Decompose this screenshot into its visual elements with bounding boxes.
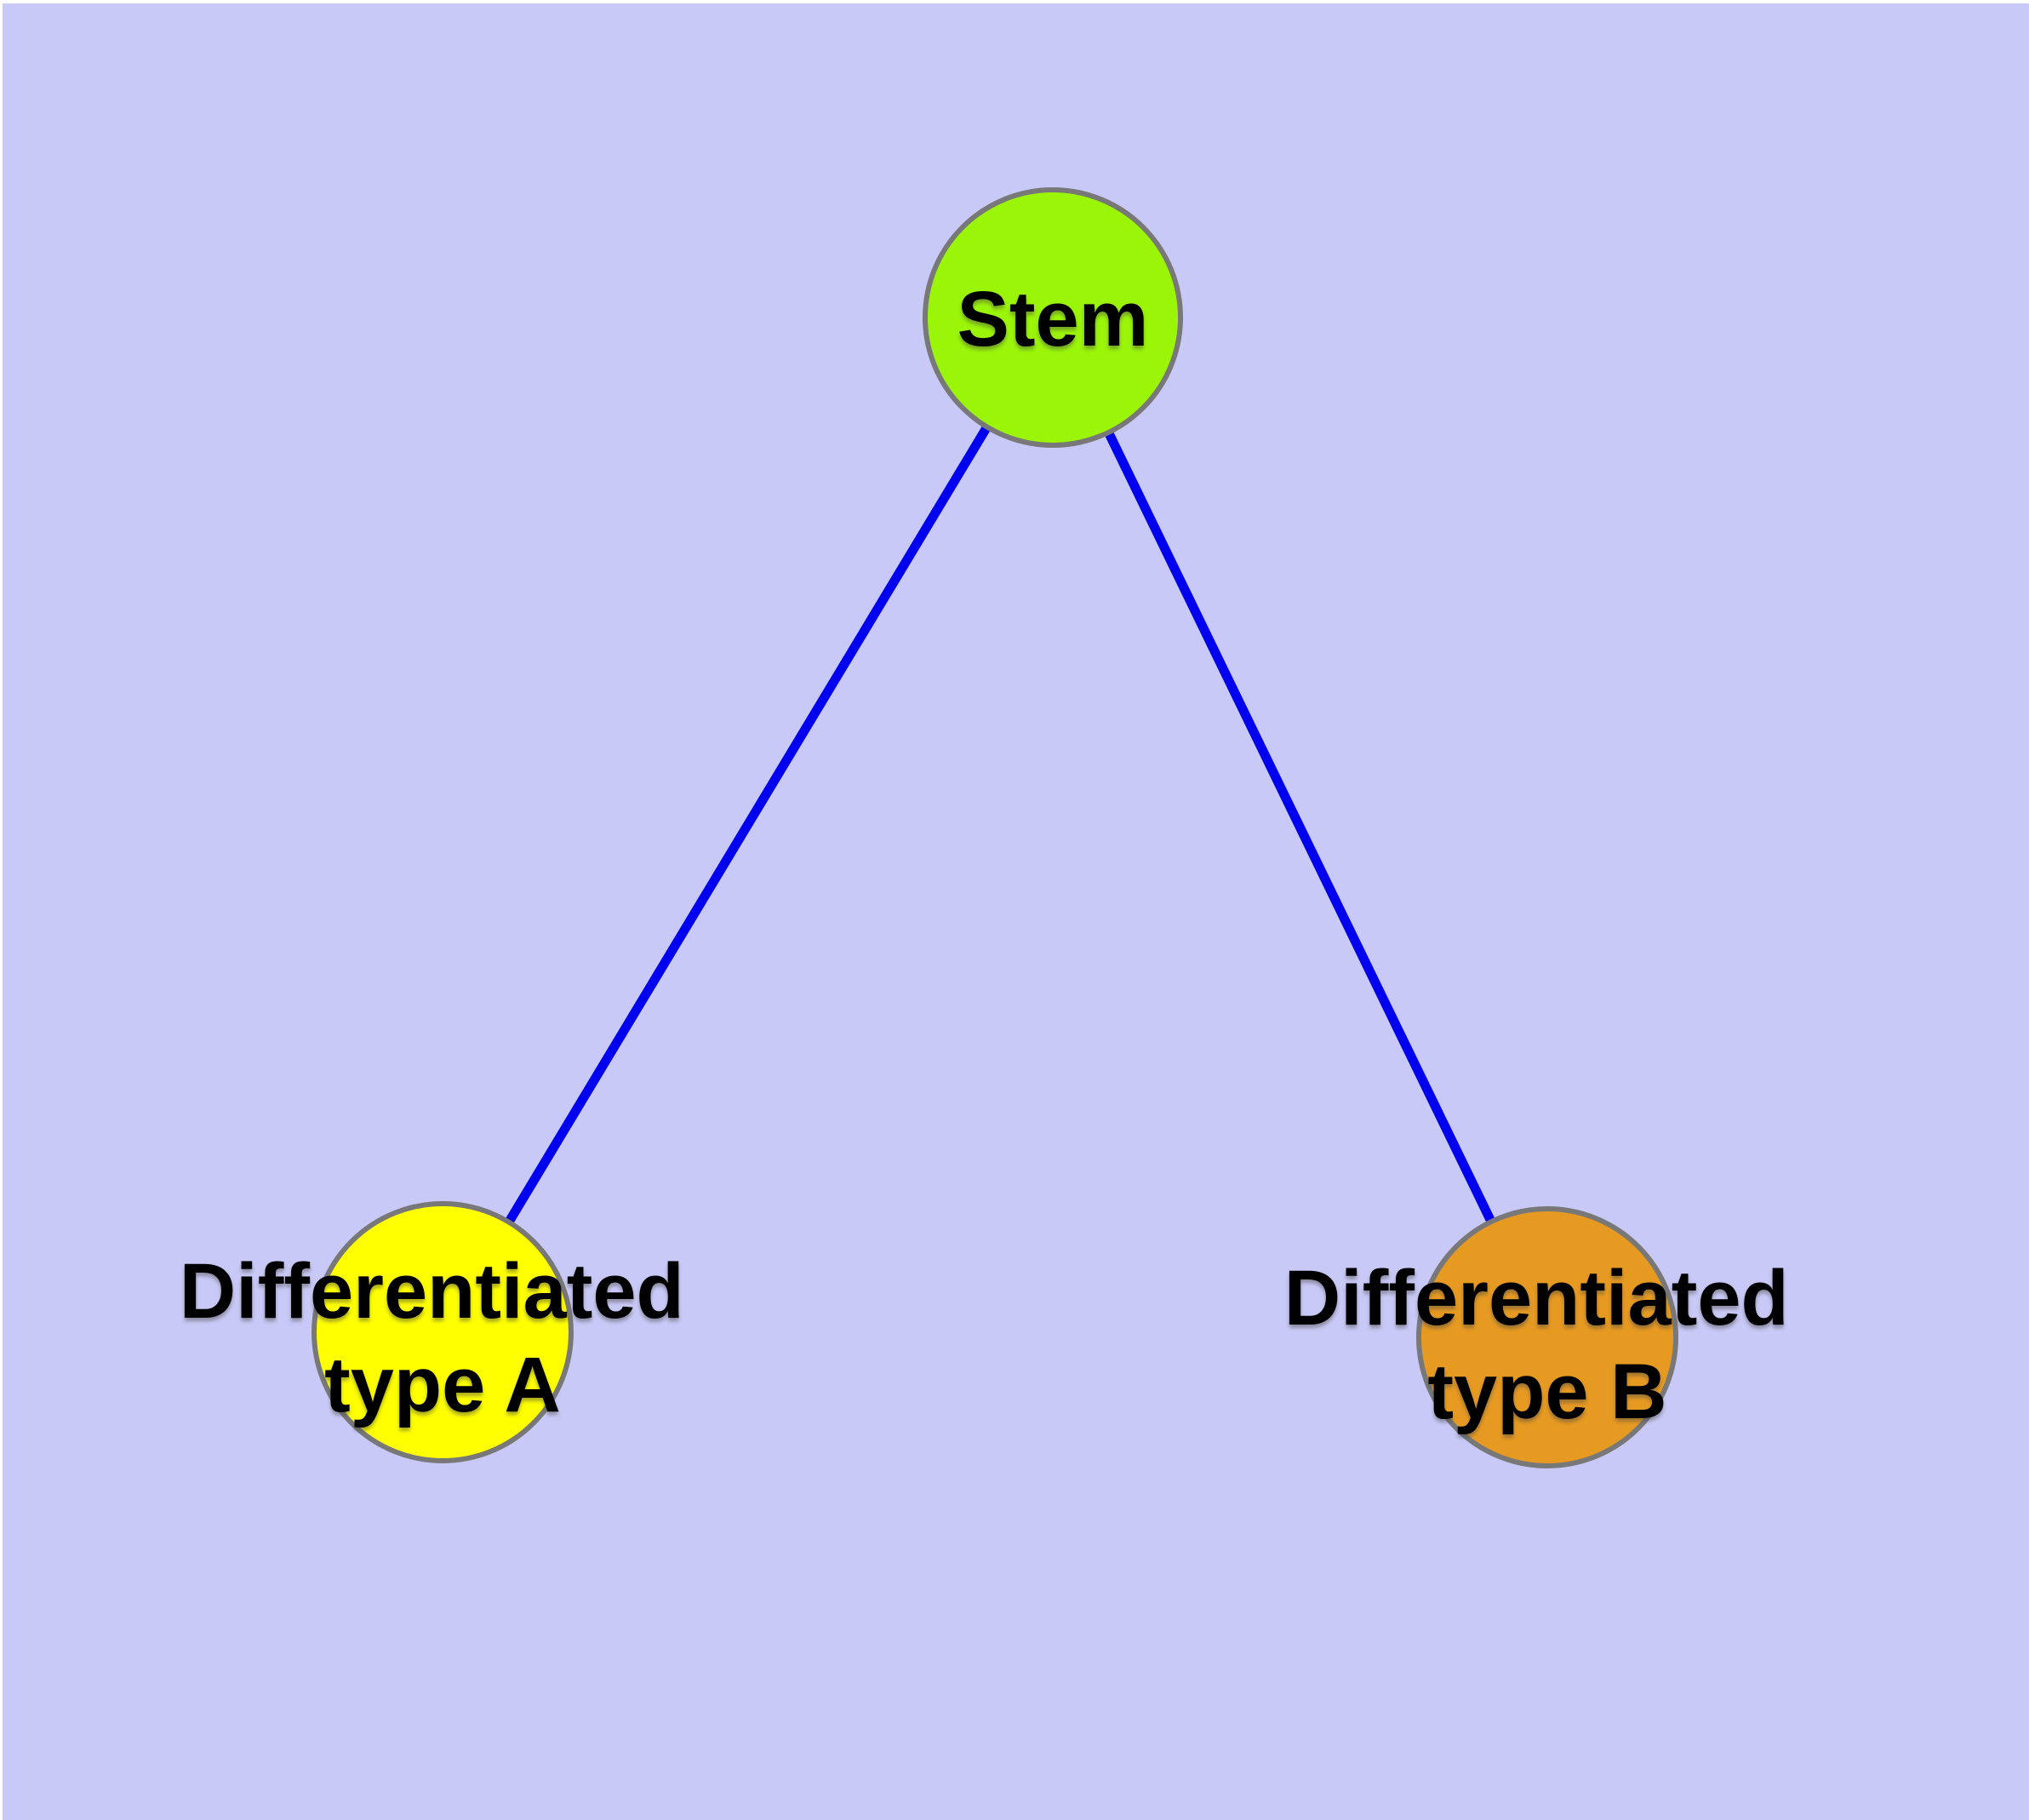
node-stem-label-line: Stem — [957, 276, 1149, 363]
edge-stem-to-type-a — [438, 315, 1057, 1335]
node-stem-label: Stem — [957, 276, 1149, 363]
edge-stem-to-type-b — [1049, 315, 1552, 1340]
node-type-b-label-line-2: type B — [1427, 1348, 1666, 1435]
node-type-b-circle — [1416, 1206, 1678, 1468]
node-type-a-label: Differentiated type A — [180, 1248, 706, 1428]
node-type-a-label-line-1: Differentiated — [180, 1248, 684, 1335]
node-type-b-label-line-1: Differentiated — [1284, 1255, 1789, 1342]
node-type-a-label-line-2: type A — [324, 1342, 561, 1428]
node-type-a-circle — [311, 1201, 574, 1463]
node-type-b-label: Differentiated type B — [1284, 1255, 1811, 1435]
node-stem-circle — [923, 187, 1183, 448]
